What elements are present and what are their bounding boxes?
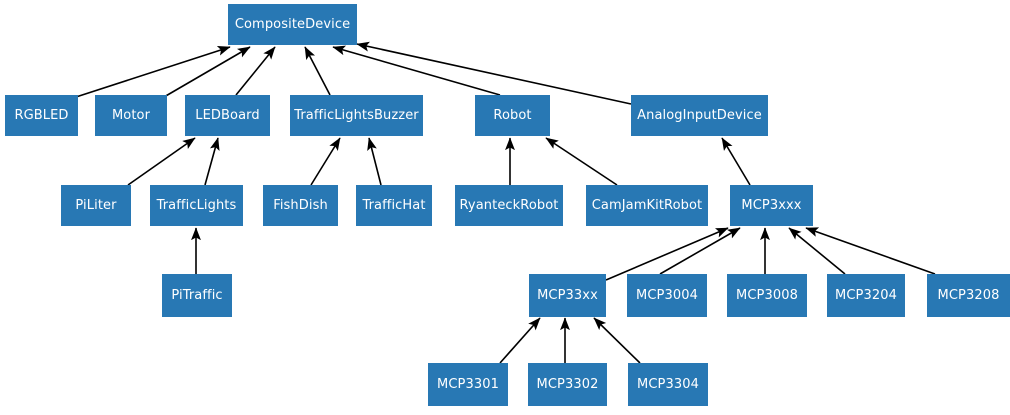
edge-motor-to-compositedevice — [163, 46, 251, 98]
class-node-compositedevice[interactable]: CompositeDevice — [228, 4, 357, 45]
edge-rgbled-to-compositedevice — [75, 46, 231, 98]
class-node-label: CamJamKitRobot — [591, 198, 703, 213]
class-node-label: MCP3xxx — [741, 198, 802, 213]
edge-ledboard-to-compositedevice — [235, 46, 276, 96]
class-node-trafficlightsbuzzer[interactable]: TrafficLightsBuzzer — [290, 95, 423, 136]
class-node-ryanteckrobot[interactable]: RyanteckRobot — [455, 185, 563, 226]
class-node-label: AnalogInputDevice — [637, 108, 762, 123]
class-node-label: MCP3301 — [437, 377, 499, 392]
edge-mcp3304-to-mcp33xx — [593, 317, 641, 364]
edge-traffichat-to-trafficlightsbuzzer — [367, 137, 382, 186]
class-node-label: MCP3008 — [736, 288, 798, 303]
class-node-label: MCP3004 — [636, 288, 698, 303]
edge-piliter-to-ledboard — [127, 137, 196, 186]
class-node-pitraffic[interactable]: PiTraffic — [162, 274, 232, 317]
class-node-label: CompositeDevice — [234, 17, 351, 32]
class-node-mcp3208[interactable]: MCP3208 — [927, 274, 1010, 317]
class-node-mcp3302[interactable]: MCP3302 — [528, 363, 607, 406]
edge-mcp3204-to-mcp3xxx — [788, 227, 846, 275]
class-node-label: TrafficLights — [156, 198, 237, 213]
class-node-mcp3301[interactable]: MCP3301 — [428, 363, 508, 406]
edge-mcp3208-to-mcp3xxx — [805, 227, 936, 275]
class-node-mcp3004[interactable]: MCP3004 — [627, 274, 707, 317]
edge-mcp33xx-to-mcp3xxx — [605, 227, 729, 281]
class-node-mcp3008[interactable]: MCP3008 — [727, 274, 807, 317]
class-node-mcp3304[interactable]: MCP3304 — [628, 363, 708, 406]
class-node-trafficlights[interactable]: TrafficLights — [150, 185, 243, 226]
class-node-label: PiTraffic — [171, 288, 223, 303]
class-node-label: RGBLED — [14, 108, 69, 123]
class-node-label: TrafficLightsBuzzer — [294, 108, 419, 123]
class-node-label: MCP3204 — [835, 288, 897, 303]
class-node-fishdish[interactable]: FishDish — [263, 185, 338, 226]
class-node-piliter[interactable]: PiLiter — [61, 185, 131, 226]
class-node-analoginputdevice[interactable]: AnalogInputDevice — [631, 95, 768, 136]
class-node-mcp3xxx[interactable]: MCP3xxx — [730, 185, 813, 226]
class-node-mcp3204[interactable]: MCP3204 — [827, 274, 905, 317]
class-node-mcp33xx[interactable]: MCP33xx — [529, 274, 606, 317]
class-node-label: Motor — [111, 108, 151, 123]
class-node-label: LEDBoard — [195, 108, 260, 123]
edge-mcp3xxx-to-analoginputdevice — [721, 137, 751, 186]
class-node-label: MCP3208 — [937, 288, 1000, 303]
class-node-label: MCP3304 — [637, 377, 699, 392]
class-node-label: TrafficHat — [362, 198, 426, 213]
class-node-robot[interactable]: Robot — [475, 95, 550, 136]
class-node-label: PiLiter — [75, 198, 117, 213]
class-node-label: Robot — [493, 108, 532, 123]
class-node-label: MCP3302 — [536, 377, 599, 392]
class-node-ledboard[interactable]: LEDBoard — [185, 95, 270, 136]
edge-mcp3301-to-mcp33xx — [499, 317, 541, 364]
class-node-label: RyanteckRobot — [459, 198, 559, 213]
class-node-camjamkitrobot[interactable]: CamJamKitRobot — [586, 185, 708, 226]
class-node-label: MCP33xx — [537, 288, 598, 303]
class-node-motor[interactable]: Motor — [95, 95, 167, 136]
edge-trafficlights-to-ledboard — [204, 137, 220, 186]
edge-fishdish-to-trafficlightsbuzzer — [310, 137, 341, 186]
edge-mcp3004-to-mcp3xxx — [659, 227, 741, 275]
edge-camjamkitrobot-to-robot — [545, 137, 618, 186]
class-node-traffichat[interactable]: TrafficHat — [356, 185, 432, 226]
class-node-label: FishDish — [273, 198, 328, 213]
edge-robot-to-compositedevice — [332, 45, 501, 96]
edge-trafficlightsbuzzer-to-compositedevice — [304, 46, 331, 96]
class-node-rgbled[interactable]: RGBLED — [5, 95, 78, 136]
